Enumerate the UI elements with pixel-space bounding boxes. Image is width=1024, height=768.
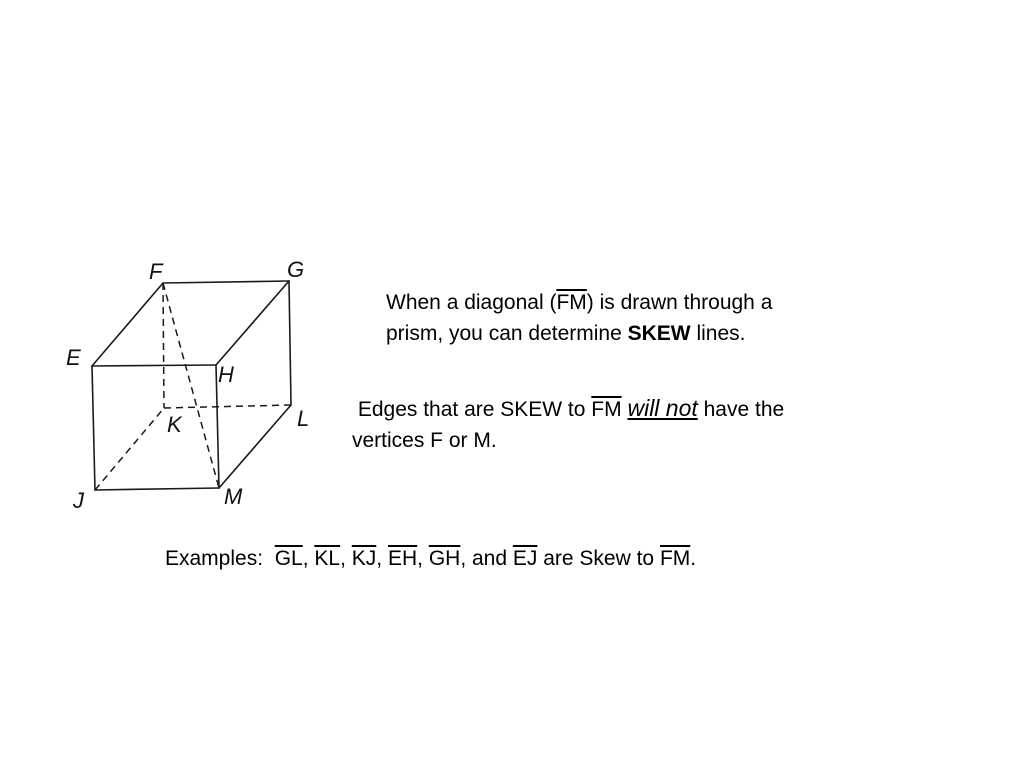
examples-label: Examples:	[165, 547, 269, 570]
intro-text-end: lines.	[690, 322, 746, 345]
edge-hg	[215, 280, 290, 366]
intro-text-cont: ) is drawn through a	[586, 291, 773, 314]
edge-eh	[91, 364, 217, 367]
rule-line-1: Edges that are SKEW to FM will not have …	[352, 393, 784, 425]
diagonal-fm	[162, 282, 220, 489]
rule-line-2: vertices F or M.	[352, 429, 497, 452]
vertex-label-e: E	[66, 345, 81, 370]
segment-fm: FM	[659, 547, 691, 570]
segment-kj: KJ	[351, 547, 377, 570]
vertex-label-m: M	[224, 484, 243, 509]
period: .	[690, 547, 697, 570]
separator: ,	[417, 547, 429, 570]
vertex-label-h: H	[218, 362, 234, 387]
segment-kl: KL	[314, 547, 341, 570]
segment-gh: GH	[428, 547, 461, 570]
separator: ,	[340, 547, 352, 570]
edge-ml	[218, 404, 292, 489]
edge-ej	[91, 365, 96, 491]
are-skew-text: are Skew to	[537, 547, 660, 570]
edge-hm	[215, 364, 220, 489]
edge-jm	[94, 487, 220, 491]
rule-text-cont: have the	[697, 398, 785, 421]
intro-text: When a diagonal (	[386, 291, 557, 314]
hidden-edge-kl	[163, 404, 292, 409]
vertex-label-f: F	[149, 259, 164, 284]
vertex-label-j: J	[72, 488, 85, 513]
intro-paragraph: When a diagonal (FM) is drawn through a …	[386, 287, 772, 349]
vertex-label-g: G	[287, 257, 304, 282]
segment-ej: EJ	[512, 547, 538, 570]
hidden-edge-jk	[94, 407, 165, 491]
edge-ef	[91, 282, 164, 367]
vertex-label-l: L	[297, 406, 309, 431]
rule-paragraph: Edges that are SKEW to FM will not have …	[352, 393, 784, 456]
segment-eh: EH	[387, 547, 418, 570]
skew-bold-word: SKEW	[627, 322, 691, 345]
intro-text-2: prism, you can determine	[386, 322, 628, 345]
segment-fm: FM	[556, 291, 587, 314]
intro-line-1: When a diagonal (FM) is drawn through a	[386, 287, 772, 318]
and-word: , and	[460, 547, 513, 570]
separator: ,	[302, 547, 315, 570]
hidden-edge-fk	[162, 282, 165, 409]
segment-gl: GL	[274, 547, 303, 570]
will-not-emphasis: will not	[627, 395, 698, 421]
intro-line-2: prism, you can determine SKEW lines.	[386, 318, 772, 349]
rule-text: Edges that are SKEW to	[352, 398, 592, 421]
separator: ,	[376, 547, 388, 570]
edge-fg	[162, 280, 290, 284]
examples-line: Examples: GL, KL, KJ, EH, GH, and EJ are…	[165, 543, 696, 574]
segment-fm: FM	[591, 398, 622, 421]
edge-gl	[288, 280, 292, 406]
vertex-label-k: K	[167, 412, 183, 437]
